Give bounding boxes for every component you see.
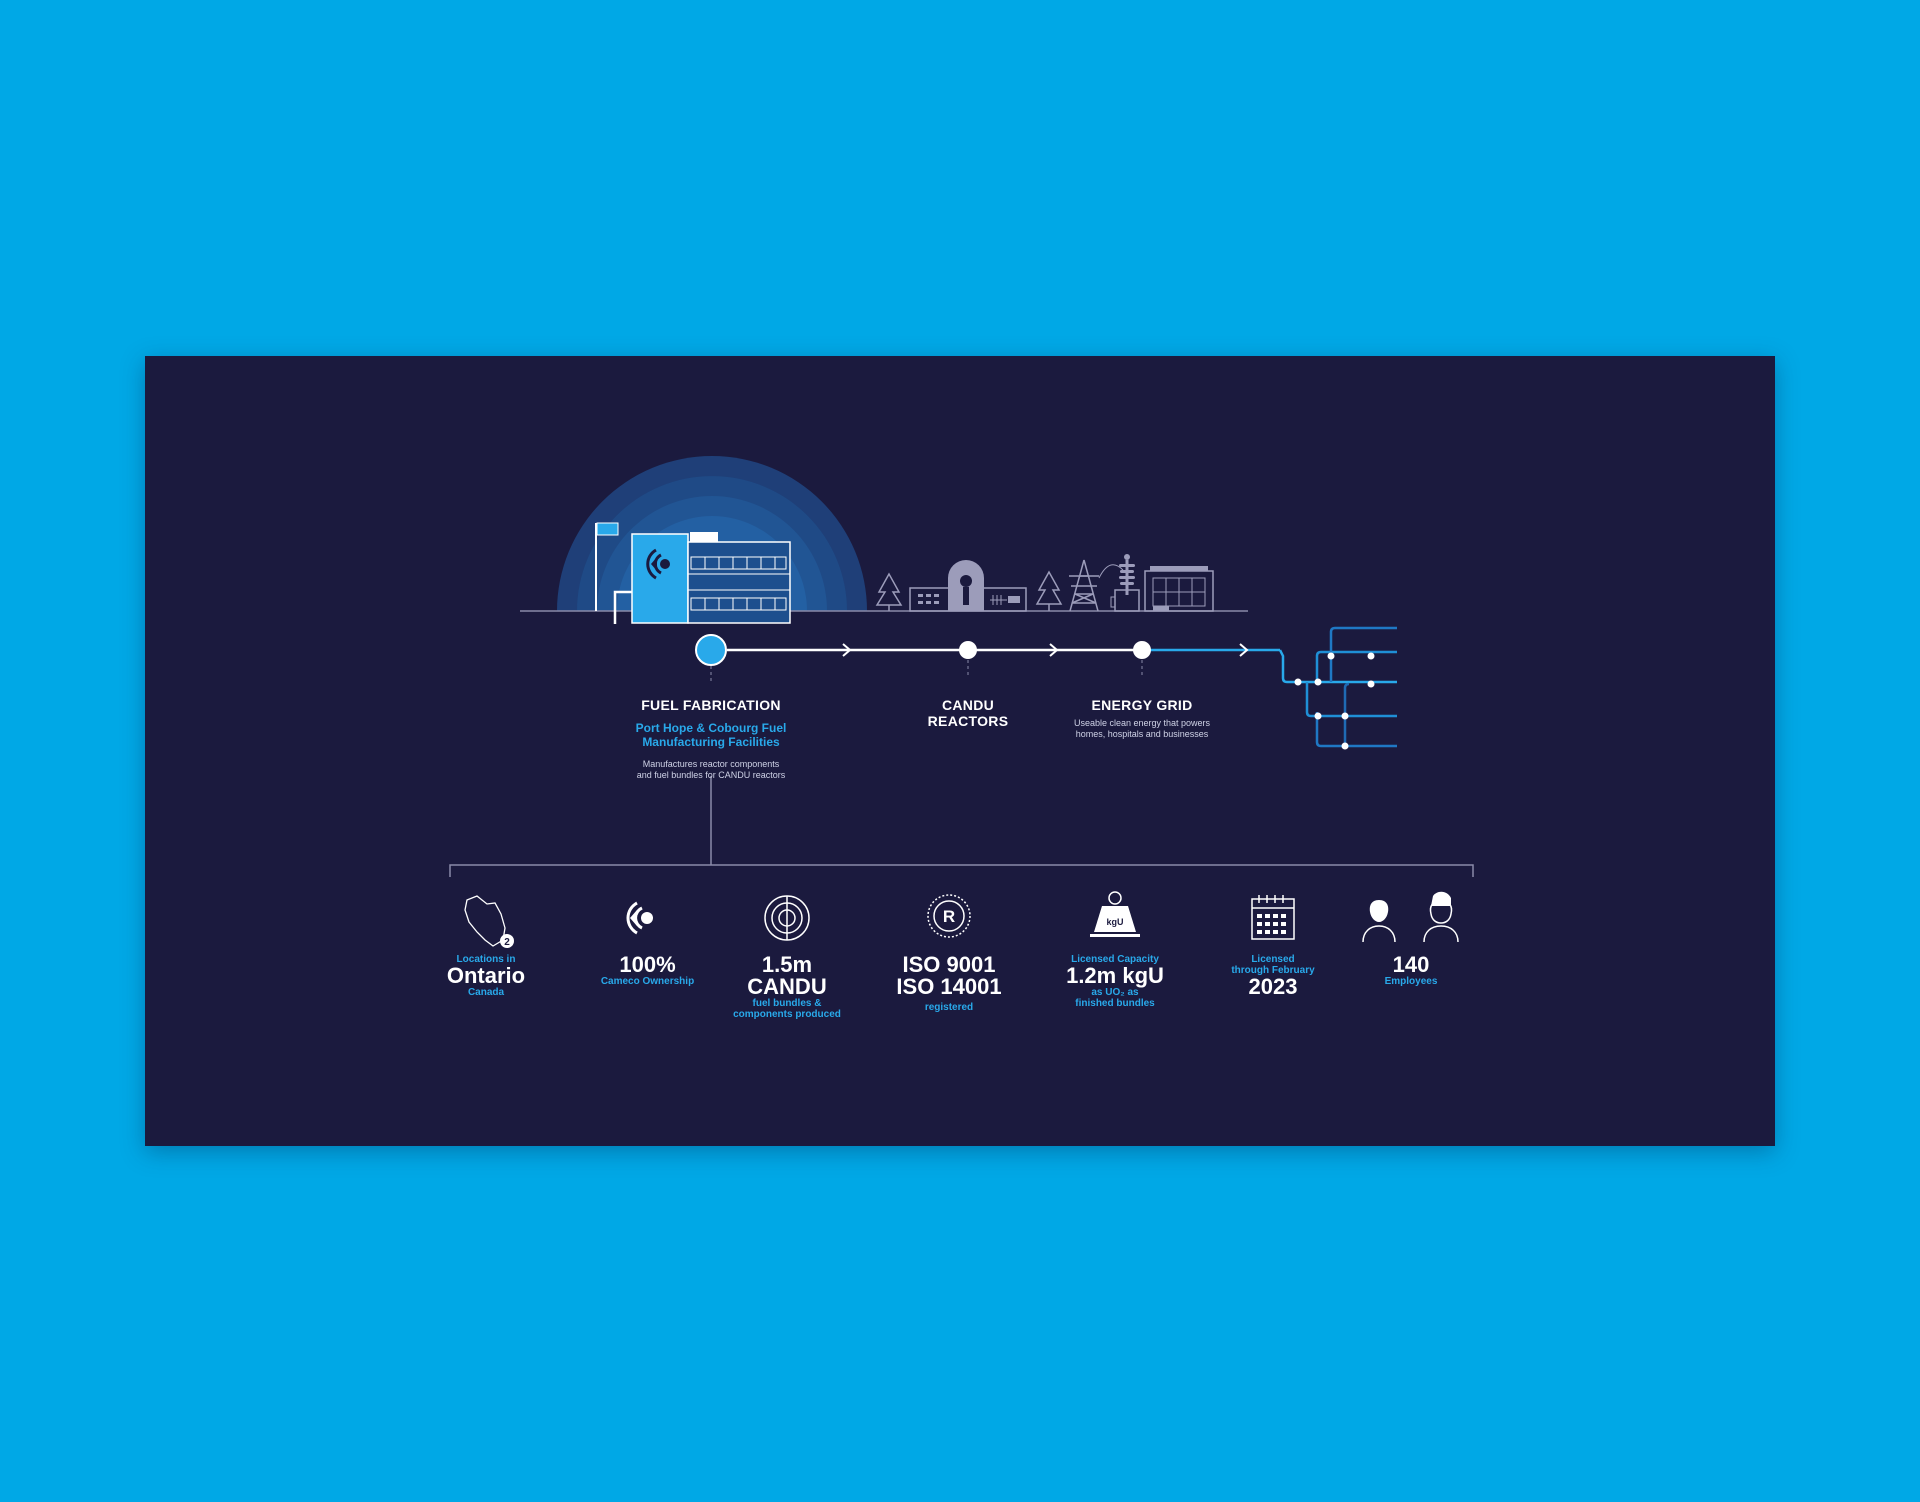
infographic-panel: 2 R kgU — [145, 356, 1775, 1146]
stats-bracket — [449, 776, 1474, 877]
process-flow-line — [727, 643, 1280, 657]
node-fuel-fabrication — [695, 634, 727, 666]
node-energy-grid — [1133, 641, 1151, 659]
stat-locations-bottom: Canada — [467, 987, 505, 998]
node-candu-reactors — [959, 641, 977, 659]
stat-iso: ISO 9001 ISO 14001 registered — [869, 952, 1029, 1014]
stat-license-main: 2023 — [1248, 974, 1298, 999]
reactor-icon — [909, 560, 1027, 612]
stat-capacity: Licensed Capacity 1.2m kgU as UO₂ as fin… — [1035, 954, 1195, 1009]
stat-iso-main-2: ISO 14001 — [896, 974, 1002, 999]
stat-locations: Locations in Ontario Canada — [416, 954, 556, 998]
stat-capacity-main: 1.2m kgU — [1066, 963, 1164, 988]
stage-candu-reactors: CANDU REACTORS — [888, 697, 1048, 729]
fuel-fabrication-title: FUEL FABRICATION — [641, 697, 781, 713]
fuel-facility-building — [613, 532, 791, 624]
stat-ownership: 100% Cameco Ownership — [565, 952, 730, 988]
cameco-logo-icon — [646, 548, 670, 580]
candu-title-line-1: CANDU — [941, 697, 995, 713]
energy-grid-desc-line-1: Useable clean energy that powers — [1073, 718, 1211, 728]
stat-bundles-bottom-1: fuel bundles & — [752, 998, 822, 1009]
stat-bundles-main-1: 1.5m — [761, 952, 813, 977]
office-building-icon — [1144, 566, 1214, 612]
transformer-icon — [1098, 554, 1140, 612]
ontario-map-badge: 2 — [504, 937, 510, 948]
grid-distribution-network — [1278, 626, 1397, 748]
stat-iso-bottom: registered — [924, 1002, 974, 1013]
stat-license: Licensed through February 2023 — [1193, 954, 1353, 998]
registered-icon-letter: R — [943, 907, 955, 926]
stat-locations-top: Locations in — [456, 954, 516, 965]
stat-employees-main: 140 — [1392, 952, 1430, 977]
stat-ownership-bottom: Cameco Ownership — [600, 976, 695, 987]
stat-ownership-main: 100% — [619, 952, 676, 977]
stage-fuel-fabrication: FUEL FABRICATION Port Hope & Cobourg Fue… — [611, 697, 811, 781]
stat-iso-main-1: ISO 9001 — [902, 952, 996, 977]
stat-bundles: 1.5m CANDU fuel bundles & components pro… — [707, 952, 867, 1021]
stat-bundles-bottom-2: components produced — [733, 1009, 841, 1020]
energy-grid-desc-line-2: homes, hospitals and businesses — [1075, 729, 1209, 739]
stat-license-top-2: through February — [1231, 965, 1315, 976]
fuel-fabrication-facility-line-2: Manufacturing Facilities — [642, 735, 780, 749]
calendar-icon — [1251, 895, 1295, 940]
tree-icon — [875, 572, 903, 611]
stat-license-top-1: Licensed — [1251, 954, 1295, 965]
employees-icon — [1362, 891, 1459, 943]
stat-capacity-bottom-2: finished bundles — [1075, 998, 1155, 1009]
candu-title-line-2: REACTORS — [927, 713, 1009, 729]
ontario-map-icon — [464, 895, 514, 948]
stat-bundles-main-2: CANDU — [747, 974, 827, 999]
stat-locations-main: Ontario — [446, 963, 526, 988]
fuel-fabrication-desc-line-1: Manufactures reactor components — [642, 759, 780, 769]
tree-icon — [1035, 570, 1063, 611]
flag-icon — [595, 522, 619, 611]
process-diagram: 2 R kgU — [449, 456, 1474, 948]
fuel-fabrication-facility-line-1: Port Hope & Cobourg Fuel — [635, 721, 787, 735]
fuel-bundle-icon — [764, 895, 810, 941]
kgu-icon-label: kgU — [1106, 917, 1123, 927]
transmission-tower-icon — [1069, 559, 1099, 612]
stat-capacity-bottom-1: as UO₂ as — [1091, 987, 1139, 998]
stage-energy-grid: ENERGY GRID Useable clean energy that po… — [1042, 697, 1242, 740]
energy-grid-title: ENERGY GRID — [1091, 697, 1193, 713]
grid-junctions — [1294, 652, 1375, 750]
stat-employees-bottom: Employees — [1384, 976, 1438, 987]
stat-employees: 140 Employees — [1331, 952, 1491, 988]
registered-icon — [927, 894, 971, 938]
kgu-weight-icon — [1090, 891, 1140, 937]
stat-capacity-top: Licensed Capacity — [1071, 954, 1159, 965]
fuel-fabrication-desc-line-2: and fuel bundles for CANDU reactors — [636, 770, 786, 780]
cameco-logo-icon — [626, 901, 653, 935]
